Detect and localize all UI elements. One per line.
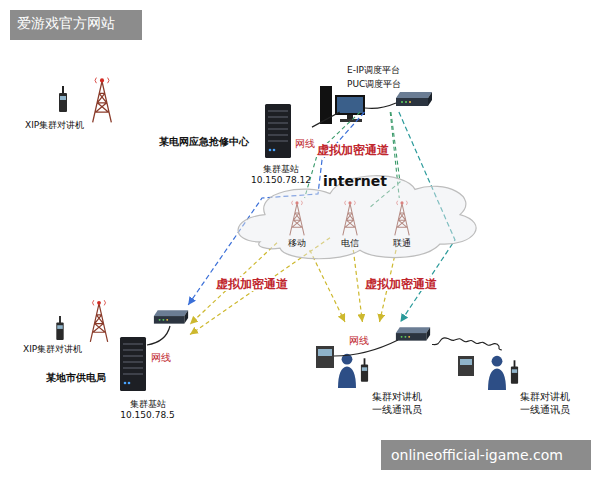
device-label: XIP集群对讲机 xyxy=(22,344,83,355)
field-operator-equipment xyxy=(316,346,334,368)
field-operator-equipment xyxy=(488,356,506,390)
emergency-center-equipment xyxy=(265,104,291,158)
connector xyxy=(310,250,345,322)
field-operator-equipment xyxy=(460,359,472,365)
dispatch-workstation xyxy=(396,92,432,106)
field-operator-equipment xyxy=(338,354,356,388)
connector xyxy=(380,250,397,322)
emergency-center-equipment xyxy=(93,78,112,123)
field-operator-equipment xyxy=(316,327,518,390)
field-operator: 集群对讲机一线通讯员 xyxy=(305,322,432,418)
node-text: 集群基站 xyxy=(130,399,166,410)
node-text: 一线通讯员 xyxy=(372,404,422,417)
node-text: 一线通讯员 xyxy=(520,404,570,417)
node-text: internet xyxy=(323,173,387,191)
site-name: 某地市供电局 xyxy=(45,372,107,384)
dispatch-workstation xyxy=(320,86,432,124)
node-text: 电信 xyxy=(341,238,359,249)
power-bureau-equipment xyxy=(90,300,107,342)
dispatch-platform: E-IP调度平台 PUC调度平台 xyxy=(335,60,440,112)
internet-cloud: internet 移动 电信 联通 xyxy=(230,160,480,265)
power-bureau-equipment xyxy=(147,326,170,345)
mobile-tower-icons xyxy=(395,201,409,236)
dispatch-workstation xyxy=(337,97,363,113)
power-bureau-equipment xyxy=(120,337,146,391)
connector xyxy=(432,338,502,350)
connector xyxy=(390,112,399,198)
node-text: 10.150.78.5 xyxy=(120,410,174,421)
connector xyxy=(370,112,400,207)
watermark-band xyxy=(10,10,142,40)
channel-label: 虚拟加密通道 xyxy=(316,143,390,157)
node-text: 集群对讲机 xyxy=(520,391,570,404)
connector xyxy=(190,238,330,335)
mobile-tower: 移动 xyxy=(277,198,317,250)
dispatch-workstation xyxy=(340,119,362,122)
watermark: 爱游戏官方网站 xyxy=(16,15,116,32)
site-name: 某电网应急抢修中心 xyxy=(158,136,250,148)
device-label: XIP集群对讲机 xyxy=(24,120,85,131)
dispatch-workstation xyxy=(365,103,396,108)
cluster-base-station: 集群基站10.150.78.12 xyxy=(250,100,312,188)
dispatch-workstation xyxy=(320,86,332,124)
node-text: E-IP调度平台 PUC调度平台 xyxy=(347,64,413,91)
channel-label: 虚拟加密通道 xyxy=(215,277,289,291)
cloud-outline xyxy=(238,176,476,259)
node-text: 集群对讲机 xyxy=(372,391,422,404)
field-operator-equipment xyxy=(511,360,518,383)
watermark-band xyxy=(381,440,591,470)
emergency-center-equipment xyxy=(59,86,67,112)
cable-label: 网线 xyxy=(150,352,172,364)
cluster-base-station: 集群基站10.150.78.5 xyxy=(105,305,190,423)
mobile-tower: 联通 xyxy=(382,198,422,250)
channel-label: 虚拟加密通道 xyxy=(364,277,438,291)
node-text: 联通 xyxy=(393,238,411,249)
node-text: 集群基站 xyxy=(263,164,299,175)
connector xyxy=(312,112,340,127)
node-text: 移动 xyxy=(288,238,306,249)
power-bureau-equipment xyxy=(56,300,188,391)
mobile-tower-icons xyxy=(290,201,304,236)
mobile-tower: 电信 xyxy=(330,198,370,250)
field-operator-equipment xyxy=(334,340,398,356)
mobile-tower-icons xyxy=(290,201,409,236)
mobile-tower-icons xyxy=(343,201,357,236)
field-operator: 集群对讲机一线通讯员 xyxy=(456,350,578,418)
watermark: onlineofficial-igame.com xyxy=(390,447,564,464)
field-operator-equipment xyxy=(458,356,474,376)
connector xyxy=(353,250,362,322)
dispatch-workstation xyxy=(347,115,353,119)
node-text: 10.150.78.12 xyxy=(251,175,311,186)
emergency-center-equipment xyxy=(59,78,291,158)
connector xyxy=(399,112,455,322)
field-operator-equipment xyxy=(361,358,368,381)
connector xyxy=(188,112,364,305)
field-operator-equipment xyxy=(396,327,430,340)
power-bureau-equipment xyxy=(154,310,188,323)
cable-label: 网线 xyxy=(294,138,316,150)
field-operator-equipment xyxy=(318,349,332,356)
power-bureau-equipment xyxy=(56,316,63,340)
cable-label: 网线 xyxy=(348,335,370,347)
connector xyxy=(305,112,361,198)
cloud-outline xyxy=(230,160,480,265)
